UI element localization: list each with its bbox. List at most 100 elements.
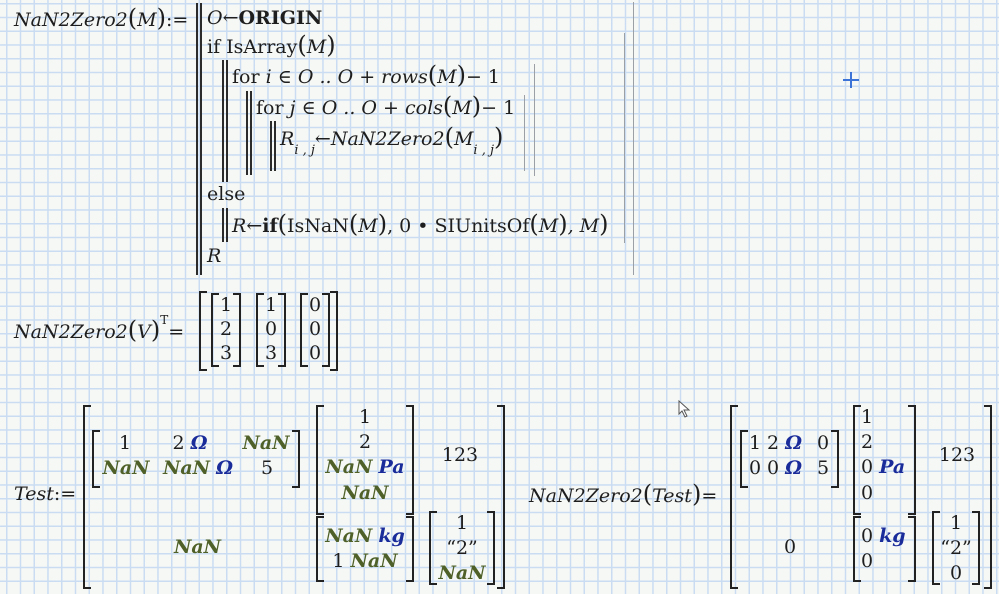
region-boundary (524, 95, 526, 171)
arg-M: M (306, 36, 327, 58)
paren-close: ) (156, 4, 166, 32)
program-line-assign-r[interactable]: Ri , j←NaN2Zero2(Mi , j) (280, 123, 504, 158)
nested-matrix-bracket-right (908, 405, 916, 515)
matrix-cell: 2 (861, 431, 874, 453)
matrix-cell: 0 (861, 482, 874, 504)
arg-M: M (453, 128, 474, 150)
for-keyword: for (232, 66, 260, 88)
function-name: NaN2Zero2 (529, 485, 643, 507)
matrix-cell: 0 (816, 432, 830, 454)
matrix-cell-string: “2” (940, 537, 972, 559)
siunitsof-fn: , 0 • SIUnitsOf (387, 215, 530, 237)
outer-bracket-left (83, 405, 91, 589)
subscript-ij: i , j (294, 143, 315, 158)
if-body-bar (226, 60, 228, 182)
outer-bracket-right (984, 405, 992, 589)
arg-M: M (538, 215, 559, 237)
program-line-origin[interactable]: O←ORIGIN (207, 6, 322, 30)
for-j-body-bar (270, 121, 272, 171)
matrix-cell: 0 (949, 562, 963, 584)
matrix-cell: 1 (118, 432, 132, 454)
program-line-for-j[interactable]: for j ∈ O .. O + cols(M)− 1 (256, 94, 515, 120)
paren-open: ( (127, 316, 138, 344)
paren-open: ( (127, 4, 138, 32)
nested-matrix-bracket-left (92, 430, 100, 488)
matrix-cell: 2 Ω (160, 431, 220, 455)
function-arg: M (137, 9, 157, 31)
cell-value-nan: NaN (325, 525, 373, 547)
minus-one: − 1 (481, 97, 516, 119)
else-body-bar (226, 208, 228, 242)
vector-cell: 0 (308, 342, 322, 364)
cell-value: 0 (767, 457, 780, 479)
paren-open: ( (348, 210, 359, 238)
for-j-body-bar (274, 121, 276, 171)
unit-ohm: Ω (190, 432, 208, 454)
unit-kilogram: kg (378, 525, 405, 547)
unit-ohm: Ω (785, 432, 803, 454)
paren-close: ) (599, 210, 609, 238)
isnan-fn: IsNaN (287, 215, 349, 237)
test-definition-lhs[interactable]: Test:= (14, 482, 76, 506)
vector-cell: 3 (219, 342, 233, 364)
matrix-cell: 0 Pa (861, 455, 911, 479)
range-cols: O .. O + cols (321, 97, 443, 119)
variable-test: Test (14, 483, 54, 505)
matrix-cell-string: “2” (446, 537, 478, 559)
function-name: NaN2Zero2 (14, 321, 128, 343)
define-operator: := (53, 483, 77, 505)
program-bar-outer (200, 3, 202, 275)
paren-close: ) (494, 123, 504, 151)
matrix-cell: 1 (861, 406, 874, 428)
else-body-bar (222, 208, 224, 242)
paren-open: ( (642, 480, 653, 508)
paren-close: ) (377, 210, 388, 238)
region-boundary (534, 64, 536, 176)
var-j: j (289, 97, 296, 119)
matrix-cell: 123 (441, 444, 479, 466)
vector-cell: 2 (219, 318, 233, 340)
nested-matrix-bracket-left (316, 405, 324, 515)
nested-matrix-bracket-right (831, 430, 839, 488)
nested-matrix-bracket-right (972, 511, 980, 585)
vector-bracket-left (256, 293, 264, 367)
cell-value-nan: NaN (350, 550, 398, 572)
assign-arrow: ← (314, 128, 331, 150)
region-boundary (633, 2, 635, 275)
program-line-for-i[interactable]: for i ∈ O .. O + rows(M)− 1 (232, 63, 500, 89)
unit-ohm: Ω (785, 457, 803, 479)
matrix-cell: 0 (748, 457, 762, 479)
paren-open: ( (427, 61, 438, 89)
matrix-cell: 1 NaN (322, 549, 408, 573)
function-definition-lhs[interactable]: NaN2Zero2(M):= (14, 6, 188, 32)
program-line-if[interactable]: if IsArray(M) (207, 33, 336, 59)
unit-ohm: Ω (216, 457, 233, 479)
eval-v-lhs[interactable]: NaN2Zero2(V)T= (14, 313, 184, 346)
nested-matrix-bracket-right (908, 516, 916, 582)
nested-matrix-bracket-right (292, 430, 300, 488)
assign-arrow: ← (222, 7, 239, 29)
test-eval-lhs[interactable]: NaN2Zero2(Test)= (529, 482, 717, 508)
vector-bracket-right (322, 293, 330, 367)
matrix-cell: 1 (748, 432, 762, 454)
paren-open: ( (529, 210, 539, 238)
program-line-else[interactable]: else (207, 182, 245, 206)
minus-one: − 1 (465, 66, 500, 88)
arg-M: M (437, 66, 457, 88)
crosshair-cursor-icon (843, 72, 859, 88)
matrix-cell: NaN kg (322, 524, 408, 548)
nested-matrix-bracket-left (429, 511, 437, 585)
region-boundary (624, 33, 626, 243)
program-line-return[interactable]: R (207, 244, 221, 268)
program-line-else-assign[interactable]: R←if(IsNaN(M), 0 • SIUnitsOf(M), M) (232, 212, 609, 238)
isarray-fn: IsArray (226, 36, 298, 58)
var-i: i (265, 66, 272, 88)
paren-close: ) (326, 31, 336, 59)
define-operator: := (165, 9, 189, 31)
matrix-cell-nan: NaN (102, 457, 150, 479)
paren-open: ( (442, 92, 453, 120)
cell-value: 0 (861, 456, 874, 478)
matrix-cell: NaN Pa (322, 455, 408, 479)
if-function: if (262, 215, 278, 237)
cell-value-nan: NaN (325, 456, 373, 478)
